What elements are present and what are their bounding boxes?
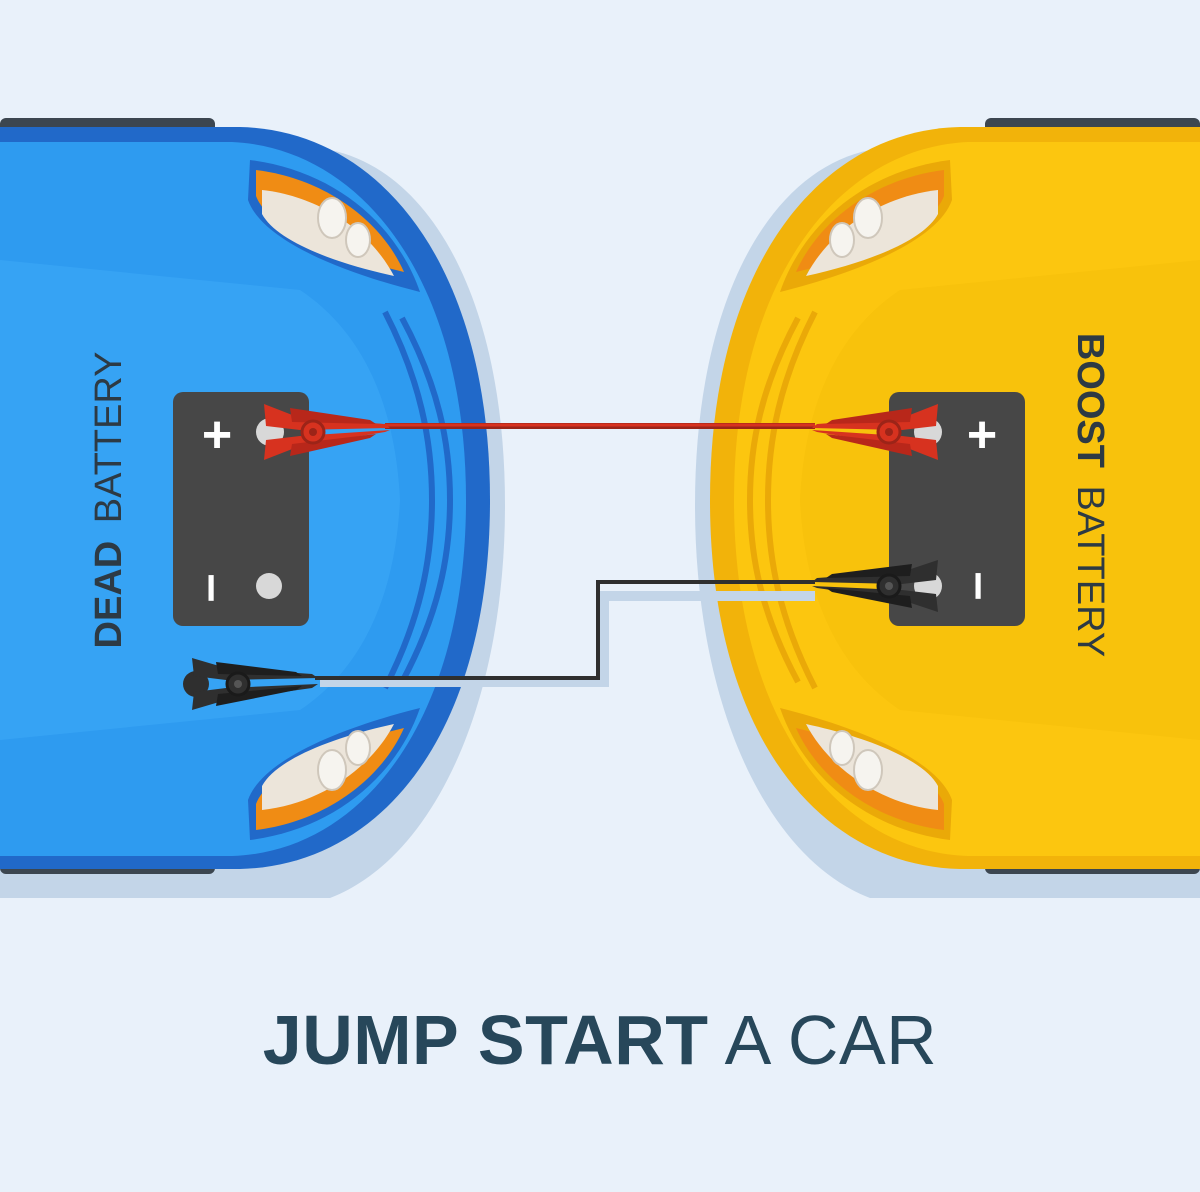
caption: JUMP START A CAR — [0, 1000, 1200, 1080]
boost-car: + – BOOST BATTERY — [695, 118, 1200, 898]
dead-battery-negative-sign: – — [185, 574, 243, 603]
dead-battery-negative-terminal — [256, 573, 282, 599]
jumper-cables — [183, 404, 942, 710]
caption-bold: JUMP START — [262, 1001, 709, 1079]
dead-car-headlight-bottom — [248, 708, 420, 840]
boost-car-hood-line — [764, 310, 818, 690]
dead-positive-clamp — [256, 404, 390, 460]
dead-car-headlight-top — [248, 160, 420, 292]
boost-battery-negative-sign: – — [952, 572, 1010, 601]
negative-cable-shadow — [320, 591, 815, 687]
boost-car-headlight-bottom — [780, 708, 952, 840]
boost-car-hood-line-2 — [746, 316, 801, 684]
dead-label-thin: BATTERY — [88, 352, 130, 524]
dead-label-bold: DEAD — [88, 541, 130, 649]
boost-negative-clamp — [812, 560, 942, 612]
boost-positive-clamp — [812, 404, 942, 460]
dead-battery-label: DEAD BATTERY — [88, 352, 130, 649]
dead-car: + – DEAD BATTERY — [0, 118, 505, 898]
dead-battery-positive-sign: + — [202, 406, 232, 464]
boost-car-headlight-top — [780, 160, 952, 292]
negative-cable — [315, 580, 815, 680]
dead-car-hood-line — [382, 310, 436, 690]
dead-ground-clamp — [183, 658, 318, 710]
boost-battery-label: BOOST BATTERY — [1069, 333, 1111, 657]
boost-battery-positive-sign: + — [967, 406, 997, 464]
boost-label-bold: BOOST — [1069, 333, 1111, 468]
caption-thin: A CAR — [724, 1001, 938, 1079]
boost-label-thin: BATTERY — [1069, 485, 1111, 657]
dead-car-hood-line-2 — [399, 316, 454, 684]
